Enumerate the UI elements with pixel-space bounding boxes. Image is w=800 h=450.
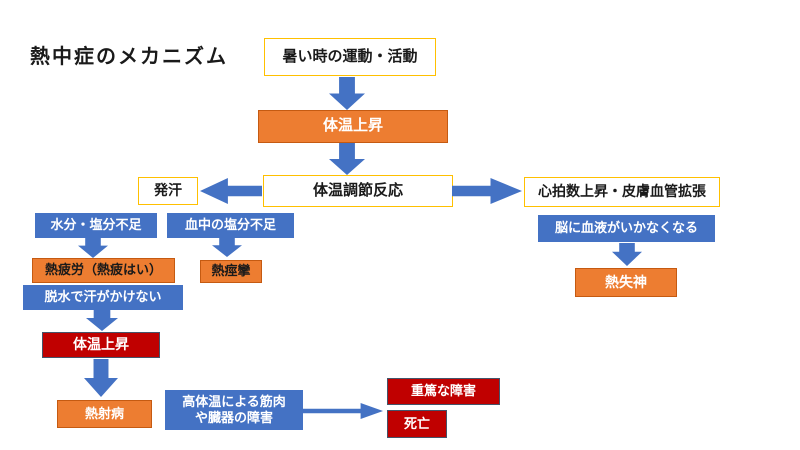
node-organ-damage-line1: 高体温による筋肉 xyxy=(182,393,286,409)
node-heat-fatigue: 熱疲労（熱疲はい） xyxy=(32,258,175,283)
node-severe-damage: 重篤な障害 xyxy=(387,378,500,405)
arrow-down-icon xyxy=(86,310,118,331)
arrow-down-icon xyxy=(212,238,242,257)
node-water-salt-deficit: 水分・塩分不足 xyxy=(35,213,157,238)
arrow-down-icon xyxy=(612,243,642,266)
node-organ-damage: 高体温による筋肉 や臓器の障害 xyxy=(165,390,303,430)
node-hot-activity: 暑い時の運動・活動 xyxy=(264,38,436,76)
node-brain-blood: 脳に血液がいかなくなる xyxy=(538,215,715,242)
arrow-left-icon xyxy=(200,178,262,204)
arrow-right-icon xyxy=(452,178,522,204)
arrow-down-icon xyxy=(329,143,365,175)
page-title: 熱中症のメカニズム xyxy=(30,46,228,68)
node-regulation: 体温調節反応 xyxy=(263,175,453,207)
node-temp-rise-2: 体温上昇 xyxy=(42,332,160,358)
node-blood-salt-deficit: 血中の塩分不足 xyxy=(167,213,294,238)
node-dehydration-no-sweat: 脱水で汗がかけない xyxy=(23,285,183,310)
node-heart-rate: 心拍数上昇・皮膚血管拡張 xyxy=(524,177,720,207)
node-heat-syncope: 熱失神 xyxy=(575,268,677,297)
node-heat-stroke: 熱射病 xyxy=(57,400,152,428)
node-organ-damage-line2: や臓器の障害 xyxy=(194,410,273,425)
node-death: 死亡 xyxy=(387,410,447,438)
node-sweating: 発汗 xyxy=(138,177,198,205)
arrow-down-icon xyxy=(329,77,365,110)
node-temp-rise-1: 体温上昇 xyxy=(258,110,448,143)
arrow-down-icon xyxy=(84,359,118,397)
arrow-down-icon xyxy=(78,238,108,258)
node-heat-cramp: 熱痙攣 xyxy=(200,260,262,283)
arrow-right-icon xyxy=(303,403,383,419)
